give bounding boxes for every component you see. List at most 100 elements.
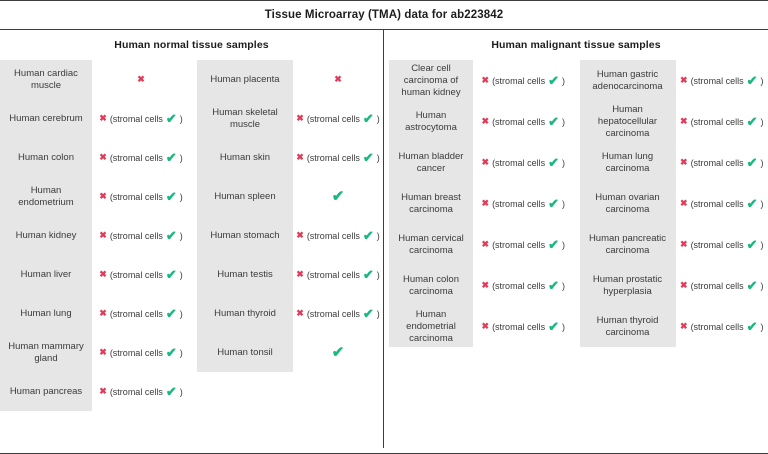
- positive-check-icon: ✔: [165, 228, 177, 243]
- tissue-rows: Human gastric adenocarcinoma✖(stromal ce…: [574, 60, 768, 347]
- negative-x-icon: ✖: [481, 75, 490, 85]
- tissue-name-label: Human stomach: [210, 229, 280, 241]
- tissue-result: ✖(stromal cells✔): [293, 268, 383, 281]
- negative-x-icon: ✖: [481, 157, 490, 167]
- table-row: Human colon✖(stromal cells✔): [0, 138, 190, 177]
- positive-check-icon: ✔: [165, 189, 177, 204]
- tissue-result: ✖(stromal cells✔): [92, 190, 190, 203]
- tissue-result: ✖(stromal cells✔): [676, 156, 768, 169]
- tissue-name-label: Human cardiac muscle: [14, 67, 78, 91]
- tissue-result: ✖(stromal cells✔): [92, 151, 190, 164]
- negative-x-icon: ✖: [296, 308, 304, 318]
- negative-x-icon: ✖: [99, 269, 107, 279]
- negative-x-icon: ✖: [680, 157, 688, 167]
- table-row: Human kidney✖(stromal cells✔): [0, 216, 190, 255]
- tissue-column-normal-1: Human cardiac muscle ✖ Human cerebrum✖(str…: [0, 60, 190, 411]
- name-band: [389, 60, 473, 347]
- negative-x-icon: ✖: [481, 116, 490, 126]
- paren-close: ): [179, 152, 183, 163]
- paren-close: ): [760, 198, 764, 209]
- tissue-name-label: Human gastric adenocarcinoma: [592, 68, 663, 92]
- table-row: Human liver✖(stromal cells✔): [0, 255, 190, 294]
- positive-check-icon: ✔: [548, 278, 559, 293]
- table-row: Human placenta✖: [190, 60, 383, 99]
- paren-close: ): [561, 157, 565, 168]
- tissue-name-label: Human lung carcinoma: [601, 150, 654, 174]
- paren-close: ): [760, 116, 764, 127]
- stromal-cells-label: (stromal cells: [492, 198, 546, 209]
- table-row: Human skeletal muscle✖(stromal cells✔): [190, 99, 383, 138]
- tissue-rows: Human placenta✖Human skeletal muscle✖(st…: [190, 60, 383, 372]
- table-row: Human spleen✔: [190, 177, 383, 216]
- table-row: Human prostatic hyperplasia✖(stromal cel…: [574, 265, 768, 306]
- paren-close: ): [760, 280, 764, 291]
- panel-normal-tissue: Human normal tissue samples Human cardia…: [0, 30, 383, 448]
- tissue-name-label: Human cervical carcinoma: [398, 232, 464, 256]
- positive-check-icon: ✔: [362, 111, 374, 126]
- table-row: Human mammary gland✖(stromal cells✔): [0, 333, 190, 372]
- table-row: Human ovarian carcinoma✖(stromal cells✔): [574, 183, 768, 224]
- stromal-cells-label: (stromal cells: [109, 113, 163, 124]
- name-band: [0, 60, 92, 411]
- positive-check-icon: ✔: [165, 306, 177, 321]
- table-row: Human lung carcinoma ✖(stromal cells✔): [574, 142, 768, 183]
- tissue-result: ✖: [293, 75, 383, 84]
- paren-close: ): [179, 113, 183, 124]
- tissue-result: ✖(stromal cells✔): [473, 238, 574, 251]
- tissue-name-label: Human testis: [217, 268, 273, 280]
- positive-check-icon: ✔: [548, 237, 559, 252]
- tissue-name-label: Human endometrial carcinoma: [406, 308, 456, 344]
- stromal-cells-label: (stromal cells: [109, 347, 163, 358]
- tissue-name-label: Human mammary gland: [8, 340, 84, 364]
- tissue-result: ✔: [293, 345, 383, 360]
- paren-close: ): [561, 116, 565, 127]
- positive-check-icon: ✔: [548, 196, 559, 211]
- negative-x-icon: ✖: [99, 191, 107, 201]
- table-row: Human gastric adenocarcinoma ✖(stromal ce…: [574, 60, 768, 101]
- table-row: Human breast carcinoma✖(stromal cells✔): [384, 183, 574, 224]
- panels-container: Human normal tissue samples Human cardia…: [0, 30, 768, 448]
- stromal-cells-label: (stromal cells: [306, 230, 360, 241]
- tissue-name-label: Human pancreas: [9, 385, 83, 397]
- negative-x-icon: ✖: [680, 75, 688, 85]
- tissue-result: ✖(stromal cells✔): [676, 74, 768, 87]
- positive-check-icon: ✔: [746, 114, 758, 129]
- stromal-cells-label: (stromal cells: [109, 152, 163, 163]
- tissue-name-label: Human breast carcinoma: [401, 191, 461, 215]
- negative-x-icon: ✖: [137, 74, 145, 84]
- stromal-cells-label: (stromal cells: [690, 321, 744, 332]
- panel-malignant-tissue: Human malignant tissue samples Clear cel…: [383, 30, 768, 448]
- positive-check-icon: ✔: [746, 319, 758, 334]
- tissue-result: ✖(stromal cells✔): [473, 156, 574, 169]
- stromal-cells-label: (stromal cells: [492, 321, 546, 332]
- paren-close: ): [561, 321, 565, 332]
- table-row: Human cervical carcinoma ✖(stromal cells✔…: [384, 224, 574, 265]
- tissue-result: ✖(stromal cells✔): [92, 229, 190, 242]
- name-band: [197, 60, 293, 372]
- tissue-result: ✖(stromal cells✔): [676, 197, 768, 210]
- tissue-result: ✖(stromal cells✔): [676, 320, 768, 333]
- positive-check-icon: ✔: [165, 384, 177, 399]
- positive-check-icon: ✔: [746, 196, 758, 211]
- table-row: Human bladder cancer✖(stromal cells✔): [384, 142, 574, 183]
- tissue-name-label: Human prostatic hyperplasia: [592, 273, 663, 297]
- positive-check-icon: ✔: [165, 345, 177, 360]
- negative-x-icon: ✖: [99, 152, 107, 162]
- negative-x-icon: ✖: [481, 198, 490, 208]
- tissue-name-label: Human astrocytoma: [405, 109, 457, 133]
- table-row: Human thyroid✖(stromal cells✔): [190, 294, 383, 333]
- negative-x-icon: ✖: [481, 280, 490, 290]
- stromal-cells-label: (stromal cells: [690, 239, 744, 250]
- table-row: Human cerebrum✖(stromal cells✔): [0, 99, 190, 138]
- stromal-cells-label: (stromal cells: [492, 157, 546, 168]
- table-row: Human colon carcinoma✖(stromal cells✔): [384, 265, 574, 306]
- stromal-cells-label: (stromal cells: [306, 152, 360, 163]
- table-row: Human pancreas✖(stromal cells✔): [0, 372, 190, 411]
- positive-check-icon: ✔: [165, 267, 177, 282]
- tissue-result: ✖(stromal cells✔): [92, 307, 190, 320]
- stromal-cells-label: (stromal cells: [109, 269, 163, 280]
- table-row: Clear cell carcinoma of human kidney✖(st…: [384, 60, 574, 101]
- positive-check-icon: ✔: [165, 150, 177, 165]
- paren-close: ): [376, 308, 380, 319]
- panel-body-malignant: Clear cell carcinoma of human kidney✖(st…: [384, 60, 768, 347]
